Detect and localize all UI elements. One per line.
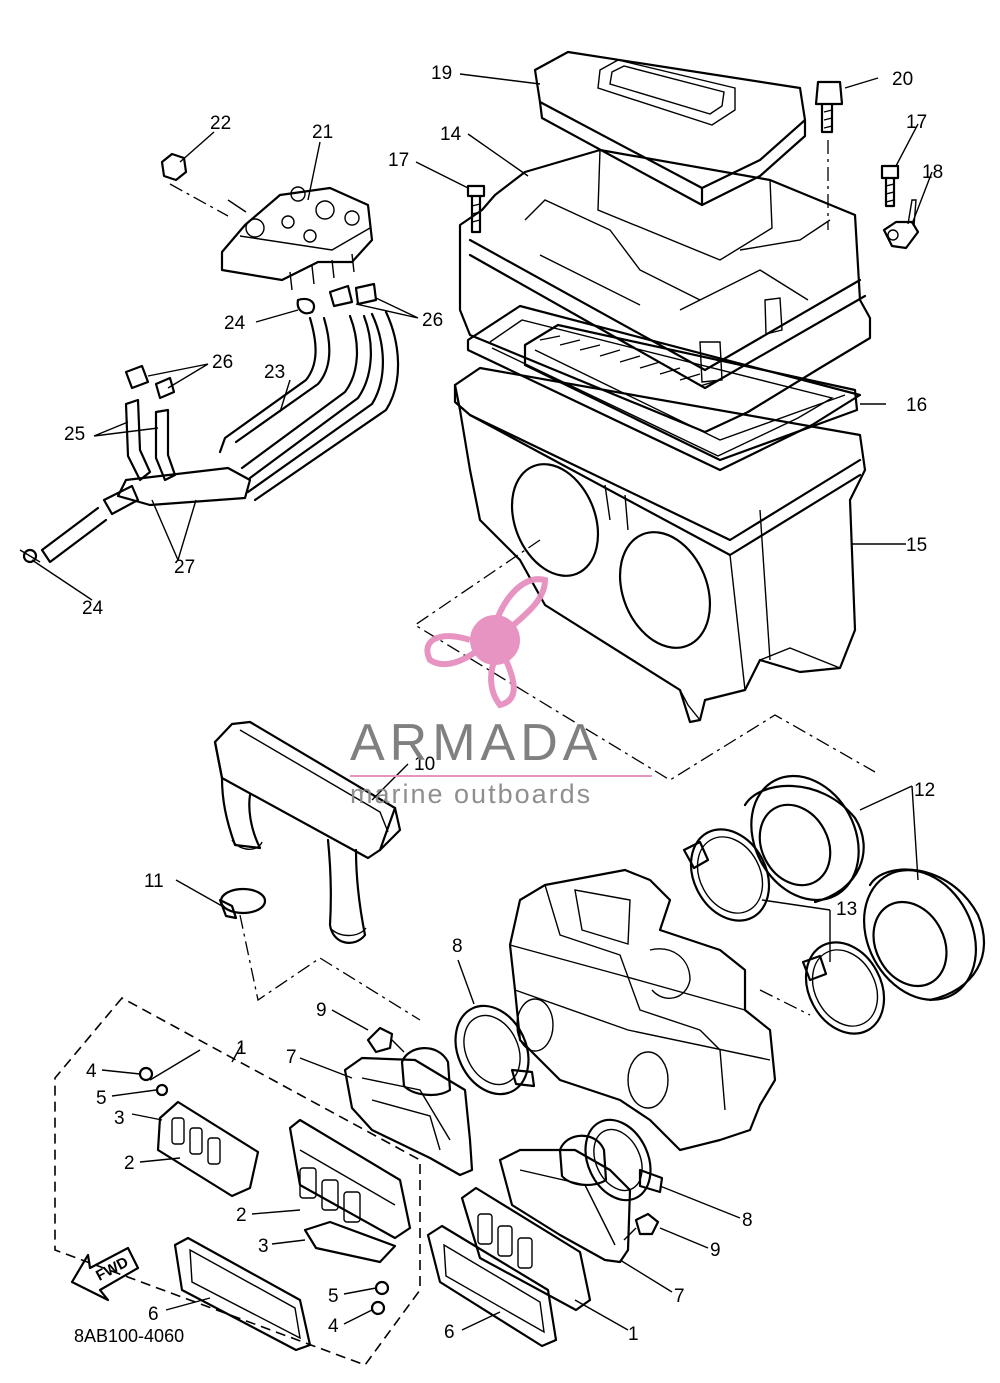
part-8-joint-left	[454, 1004, 536, 1096]
callout-14: 14	[440, 124, 462, 145]
part-26-clips	[124, 282, 378, 400]
callout-13: 13	[836, 899, 857, 920]
callout-5-upper: 5	[96, 1088, 107, 1109]
callout-4-upper: 4	[86, 1061, 97, 1082]
callout-8-lower: 8	[742, 1210, 753, 1231]
fwd-arrow-icon: FWD	[70, 1246, 140, 1302]
callout-2-lower: 2	[236, 1205, 247, 1226]
callout-6-left: 6	[148, 1304, 159, 1325]
part-2-reed-plate-upper	[156, 1100, 260, 1198]
part-23-fuel-hoses	[218, 310, 400, 502]
part-1-reed-valve-group	[54, 996, 421, 1366]
part-20-bolt	[814, 80, 844, 230]
part-1-reed-valve-lower	[460, 1186, 592, 1312]
part-12-boots	[743, 774, 986, 1002]
callout-labels: 19 20 17 18 14 17 16 15 22 21 24 26 26 2…	[64, 63, 943, 1345]
callout-2-upper: 2	[124, 1153, 135, 1174]
part-9-bolt-upper	[366, 1026, 405, 1054]
part-11-clamp	[218, 887, 267, 920]
callout-22: 22	[210, 113, 231, 134]
callout-3-upper: 3	[114, 1108, 125, 1129]
part-24-clip-lower	[19, 548, 41, 564]
assembly-guide-lines	[239, 539, 876, 1021]
callout-10: 10	[414, 754, 435, 775]
part-24-clip-upper	[296, 297, 316, 315]
callout-8-upper: 8	[452, 936, 463, 957]
callout-17-right: 17	[906, 112, 927, 133]
callout-26-upper: 26	[422, 310, 443, 331]
callout-6-right: 6	[444, 1322, 455, 1343]
callout-17-left: 17	[388, 150, 409, 171]
callout-1-upper: 1	[236, 1038, 247, 1059]
callout-9-lower: 9	[710, 1240, 721, 1261]
callout-21: 21	[312, 122, 333, 143]
part-13-bands	[682, 828, 886, 1035]
part-18-bracket	[882, 199, 920, 250]
callout-27: 27	[174, 557, 195, 578]
part-6-gasket-right	[426, 1224, 558, 1348]
part-1-reed-valve-upper	[288, 1118, 412, 1240]
part-17-screw-left	[466, 184, 486, 234]
propeller-logo-icon	[424, 576, 549, 709]
watermark: ARMADA marine outboards	[350, 576, 652, 809]
part-4-5-screws-lower	[370, 1280, 390, 1316]
callout-4-lower: 4	[328, 1316, 339, 1337]
callout-5-lower: 5	[328, 1286, 339, 1307]
part-27-hose-pipe	[40, 484, 140, 564]
fwd-label: FWD	[93, 1254, 131, 1285]
callout-24-upper: 24	[224, 313, 246, 334]
part-22-nut	[160, 152, 229, 217]
callout-12: 12	[914, 780, 935, 801]
watermark-tagline: marine outboards	[350, 779, 592, 809]
air-filter-element	[523, 323, 859, 462]
part-10-silencer	[213, 720, 402, 944]
carburetor-assembly	[508, 868, 777, 1152]
callout-20: 20	[892, 69, 913, 90]
callout-3-lower: 3	[258, 1236, 269, 1257]
callout-16: 16	[906, 395, 927, 416]
callout-11: 11	[144, 871, 164, 892]
callout-19: 19	[431, 63, 452, 84]
callout-7-lower: 7	[674, 1286, 685, 1307]
part-21-fuel-pump	[220, 186, 374, 291]
part-7-manifold-lower	[498, 1134, 632, 1264]
part-6-gasket-left	[173, 1236, 312, 1352]
part-7-manifold-upper	[343, 1047, 474, 1177]
callout-24-lower: 24	[82, 598, 104, 619]
callout-26-lower: 26	[212, 352, 233, 373]
part-3-stopper-lower	[303, 1220, 397, 1264]
callout-23: 23	[264, 362, 285, 383]
part-16-gasket	[466, 304, 862, 472]
callout-18: 18	[922, 162, 943, 183]
part-17-screw-right	[880, 164, 900, 208]
callout-9-upper: 9	[316, 1000, 327, 1021]
part-9-bolt-lower	[623, 1212, 660, 1241]
callout-7-upper: 7	[286, 1047, 297, 1068]
part-15-lower-case	[453, 366, 867, 724]
part-25-hose-ends	[116, 398, 252, 507]
diagram-code: 8AB100-4060	[74, 1326, 184, 1346]
part-14-upper-case	[458, 148, 872, 434]
callout-1-lower: 1	[628, 1324, 639, 1345]
watermark-brand: ARMADA	[350, 714, 602, 772]
callout-25: 25	[64, 424, 85, 445]
callout-15: 15	[906, 535, 927, 556]
part-8-joint-right	[584, 1118, 664, 1202]
part-19-cover	[533, 50, 807, 207]
leader-lines	[31, 73, 933, 1331]
